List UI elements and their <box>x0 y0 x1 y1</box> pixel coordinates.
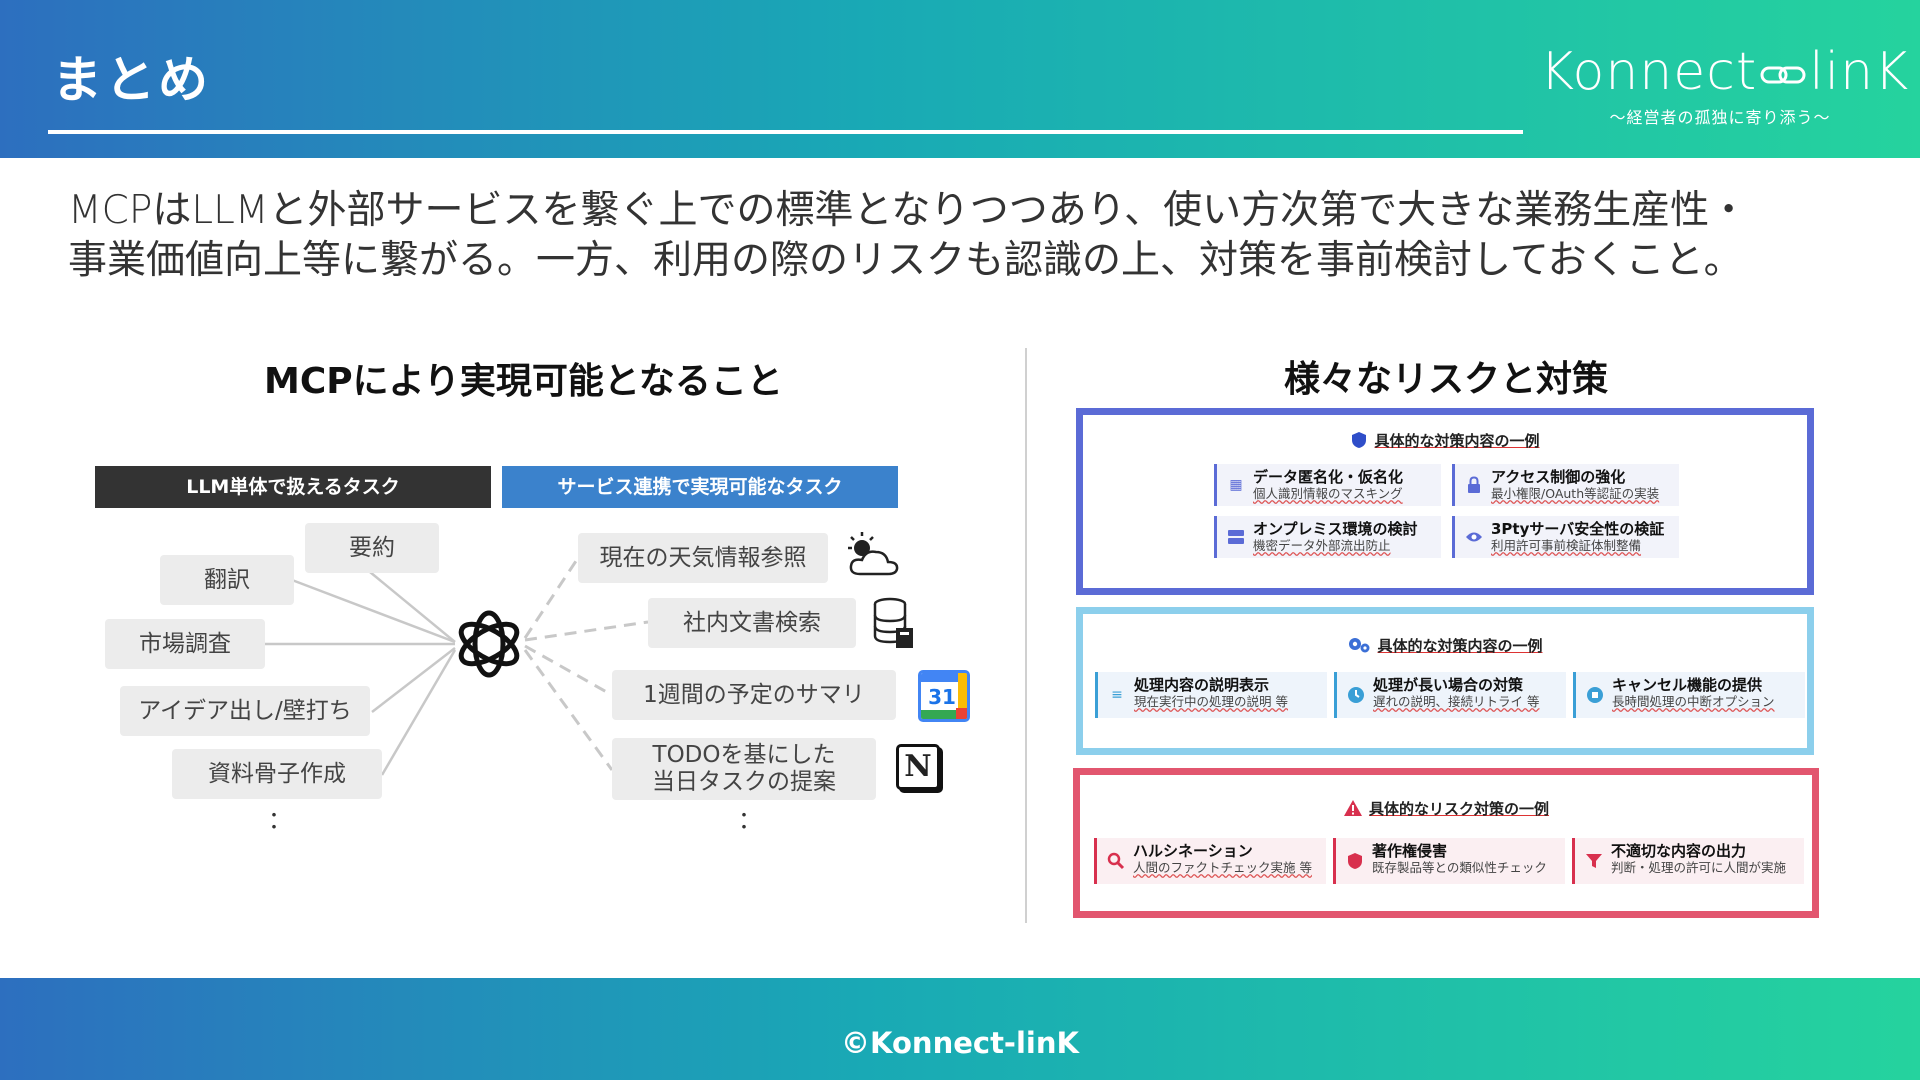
database-icon <box>873 597 913 648</box>
logo-word-right: linK <box>1809 42 1910 102</box>
gears-icon <box>1349 638 1370 653</box>
llm-tasks-ellipsis: ： <box>268 806 292 834</box>
panel-title: 具体的なリスク対策の一例 <box>1080 798 1812 819</box>
countermeasure-card: アクセス制御の強化 最小権限/OAuth等認証の実装 <box>1452 464 1679 506</box>
service-task-week-summary: 1週間の予定のサマリ <box>612 670 896 720</box>
header-underline <box>48 130 1523 134</box>
list-icon: ≡ <box>1111 687 1123 703</box>
risk-card: 不適切な内容の出力 判断・処理の許可に人間が実施 <box>1572 838 1804 884</box>
countermeasure-card: キャンセル機能の提供 長時間処理の中断オプション <box>1573 672 1805 718</box>
logo-wordmark: Konnect linK <box>1540 42 1908 102</box>
lock-icon <box>1464 475 1484 495</box>
service-task-doc-search: 社内文書検索 <box>648 598 856 648</box>
service-task-todo-proposal: TODOを基にした 当日タスクの提案 <box>612 738 876 800</box>
service-tasks-ellipsis: ： <box>738 806 762 834</box>
shield-icon <box>1345 851 1365 871</box>
countermeasure-card: 3Ptyサーバ安全性の検証 利用許可事前検証体制整備 <box>1452 516 1679 558</box>
llm-task-summary: 要約 <box>305 523 439 573</box>
summary-line-2: 事業価値向上等に繋がる。一方、利用の際のリスクも認識の上、対策を事前検討しておく… <box>68 238 1743 283</box>
notion-icon: N <box>896 744 940 790</box>
countermeasure-panel-lightblue: 具体的な対策内容の一例 ≡ 処理内容の説明表示 現在実行中の処理の説明 等 処理… <box>1076 607 1814 755</box>
service-task-weather: 現在の天気情報参照 <box>578 533 828 583</box>
risk-card: 著作権侵害 既存製品等との類似性チェック <box>1333 838 1565 884</box>
header-banner: まとめ Konnect linK ～経営者の孤独に寄り添う～ <box>0 0 1920 158</box>
left-section-title: MCPにより実現可能となること <box>264 361 783 402</box>
panel-title: 具体的な対策内容の一例 <box>1083 430 1807 451</box>
risk-card: ハルシネーション 人間のファクトチェック実施 等 <box>1094 838 1326 884</box>
countermeasure-card: オンプレミス環境の検討 機密データ外部流出防止 <box>1214 516 1441 558</box>
llm-task-translation: 翻訳 <box>160 555 294 605</box>
shield-icon <box>1352 432 1367 448</box>
filter-icon <box>1584 851 1604 871</box>
countermeasure-panel-blue: 具体的な対策内容の一例 ▦ データ匿名化・仮名化 個人識別情報のマスキング アク… <box>1076 408 1814 595</box>
countermeasure-card: ≡ 処理内容の説明表示 現在実行中の処理の説明 等 <box>1095 672 1327 718</box>
llm-tasks-header: LLM単体で扱えるタスク <box>95 466 491 508</box>
server-icon <box>1226 527 1246 547</box>
page-title: まとめ <box>52 51 211 109</box>
calendar-day: 31 <box>928 685 956 709</box>
column-divider <box>1025 348 1027 923</box>
logo-word-left: Konnect <box>1540 42 1758 102</box>
summary-line-1: MCPはLLMと外部サービスを繋ぐ上での標準となりつつあり、使い方次第で大きな業… <box>68 188 1749 233</box>
brand-logo: Konnect linK ～経営者の孤独に寄り添う～ <box>1540 42 1908 132</box>
summary-lead: MCPはLLMと外部サービスを繋ぐ上での標準となりつつあり、使い方次第で大きな業… <box>68 186 1868 286</box>
risk-panel-red: 具体的なリスク対策の一例 ハルシネーション 人間のファクトチェック実施 等 著作… <box>1073 768 1819 918</box>
chain-link-icon <box>1760 66 1806 84</box>
countermeasure-card: ▦ データ匿名化・仮名化 個人識別情報のマスキング <box>1214 464 1441 506</box>
stop-icon <box>1585 685 1605 705</box>
copyright-text: ©Konnect-linK <box>841 1026 1079 1060</box>
clock-icon <box>1346 685 1366 705</box>
footer-banner: ©Konnect-linK <box>0 978 1920 1080</box>
warning-icon <box>1343 800 1362 816</box>
panel-title: 具体的な対策内容の一例 <box>1083 635 1807 656</box>
building-icon: ▦ <box>1229 477 1243 493</box>
logo-tagline: ～経営者の孤独に寄り添う～ <box>1609 108 1831 127</box>
llm-task-market-research: 市場調査 <box>105 619 265 669</box>
countermeasure-card: 処理が長い場合の対策 遅れの説明、接続リトライ 等 <box>1334 672 1566 718</box>
llm-task-ideation: アイデア出し/壁打ち <box>120 686 370 736</box>
service-tasks-header: サービス連携で実現可能なタスク <box>502 466 898 508</box>
calendar-icon: 31 <box>918 670 970 722</box>
eye-icon <box>1464 527 1484 547</box>
llm-core-icon <box>458 610 520 678</box>
magnifier-icon <box>1106 851 1126 871</box>
llm-task-outline: 資料骨子作成 <box>172 749 382 799</box>
right-section-title: 様々なリスクと対策 <box>1284 359 1609 400</box>
weather-icon <box>848 532 899 576</box>
